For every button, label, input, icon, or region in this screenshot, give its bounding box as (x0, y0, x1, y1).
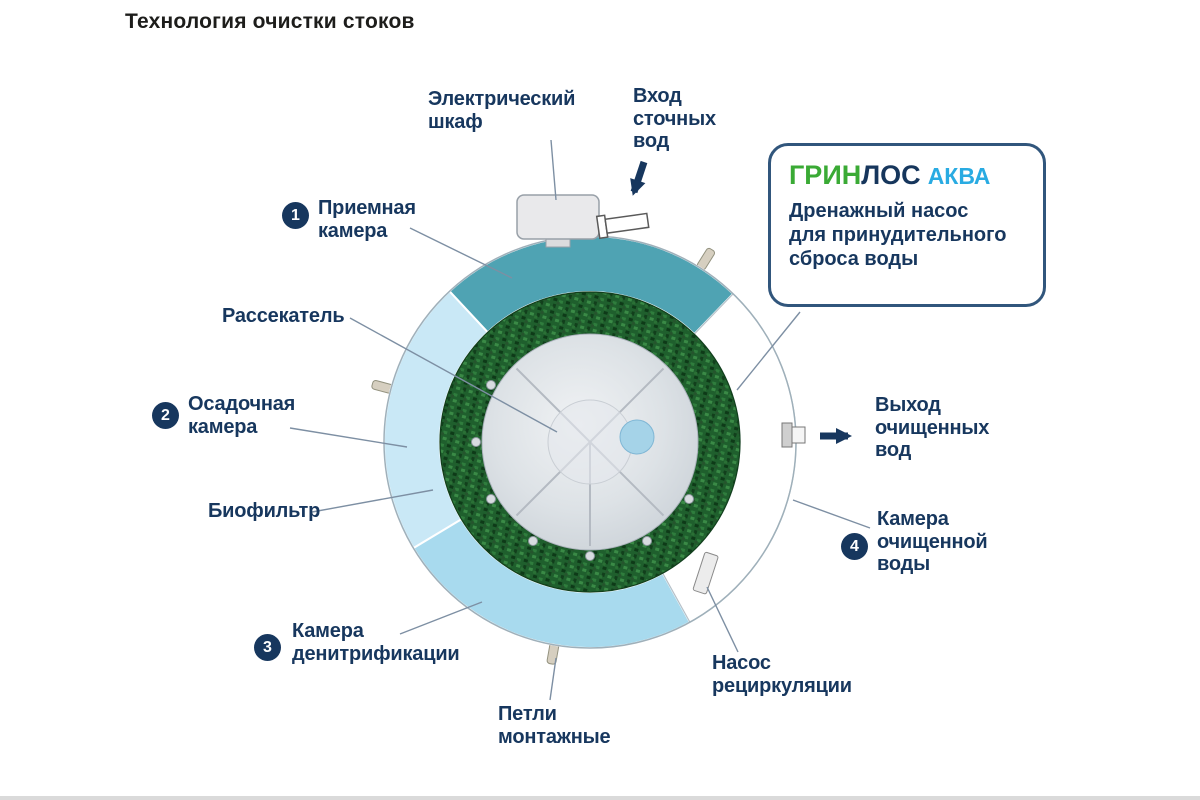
badge-2: 2 (152, 402, 179, 429)
callout-clean-water-chamber: Камера очищенной воды (877, 508, 988, 576)
leader-mounting-loops (549, 657, 557, 701)
callout-biofilter: Биофильтр (208, 500, 320, 523)
callout-line: вод (875, 439, 912, 462)
callout-line: Выход (875, 394, 941, 416)
callout-line: Биофильтр (208, 500, 321, 522)
callout-diffuser: Рассекатель (222, 305, 345, 328)
callout-line: очищенной (877, 530, 988, 553)
leader-lines (289, 139, 871, 701)
callout-line: Вход (633, 85, 682, 107)
callout-line: Петли (498, 703, 557, 725)
callout-mounting-loops: Петли монтажные (498, 703, 611, 748)
callout-line: монтажные (498, 725, 611, 748)
callout-line: Рассекатель (222, 305, 345, 327)
leader-denitrification (399, 601, 483, 635)
leader-biofilter (311, 489, 434, 513)
leader-receiving-chamber (409, 227, 513, 279)
inlet-arrow (630, 160, 648, 196)
electrical-cabinet-shape (516, 194, 600, 240)
callout-line: очищенных (875, 416, 990, 439)
brand-desc-line: для принудительного (789, 224, 1007, 246)
callout-sediment-chamber: Осадочная камера (188, 393, 295, 438)
biofilter-ring-texture (440, 292, 740, 592)
brand-logo-aqua: АКВА (927, 163, 991, 189)
page-bottom-border (0, 796, 1200, 800)
callout-line: Камера (292, 620, 364, 642)
callout-line: воды (877, 553, 930, 576)
callout-line: Электрический (428, 88, 576, 110)
leader-sediment-chamber (289, 427, 408, 448)
callout-line: Насос (712, 652, 771, 674)
badge-3: 3 (254, 634, 281, 661)
ring-bolts (471, 380, 694, 561)
outlet-fitting-shape (781, 422, 806, 448)
recirculation-pump-shape (692, 551, 719, 595)
callout-line: вод (633, 130, 670, 153)
leader-brand (736, 311, 801, 391)
callout-line: шкаф (428, 110, 483, 133)
leader-electrical-cabinet (550, 139, 557, 201)
callout-line: сточных (633, 107, 716, 130)
brand-logo-green: ГРИН (789, 160, 862, 190)
leader-diffuser (349, 317, 558, 433)
inlet-pipe-shape (595, 212, 650, 240)
brand-desc-line: сброса воды (789, 248, 919, 270)
callout-electrical-cabinet: Электрический шкаф (428, 88, 575, 133)
callout-line: Осадочная (188, 393, 296, 415)
biofilter-outer-edge (439, 291, 741, 593)
leader-recirculation-pump (706, 586, 739, 653)
center-port (619, 419, 655, 455)
callout-line: камера (188, 415, 258, 438)
leader-clean-water-chamber (792, 499, 871, 529)
brand-desc-line: Дренажный насос (789, 200, 969, 222)
callout-recirculation-pump: Насос рециркуляции (712, 652, 852, 697)
callout-line: Приемная (318, 197, 416, 219)
diffuser-center (547, 399, 633, 485)
callout-line: Камера (877, 508, 949, 530)
badge-4: 4 (841, 533, 868, 560)
brand-description: Дренажный насос для принудительного сбро… (789, 199, 1025, 271)
callout-line: рециркуляции (712, 674, 852, 697)
callout-receiving-chamber: Приемная камера (318, 197, 416, 242)
callout-outlet: Выход очищенных вод (875, 394, 989, 462)
badge-1: 1 (282, 202, 309, 229)
callout-denitrification-chamber: Камера денитрификации (292, 620, 460, 665)
page-title: Технология очистки стоков (125, 10, 415, 33)
callout-line: камера (318, 219, 388, 242)
brand-logo-navy: ЛОС (861, 160, 921, 190)
callout-line: денитрификации (292, 642, 460, 665)
callout-inlet: Вход сточных вод (633, 85, 716, 153)
